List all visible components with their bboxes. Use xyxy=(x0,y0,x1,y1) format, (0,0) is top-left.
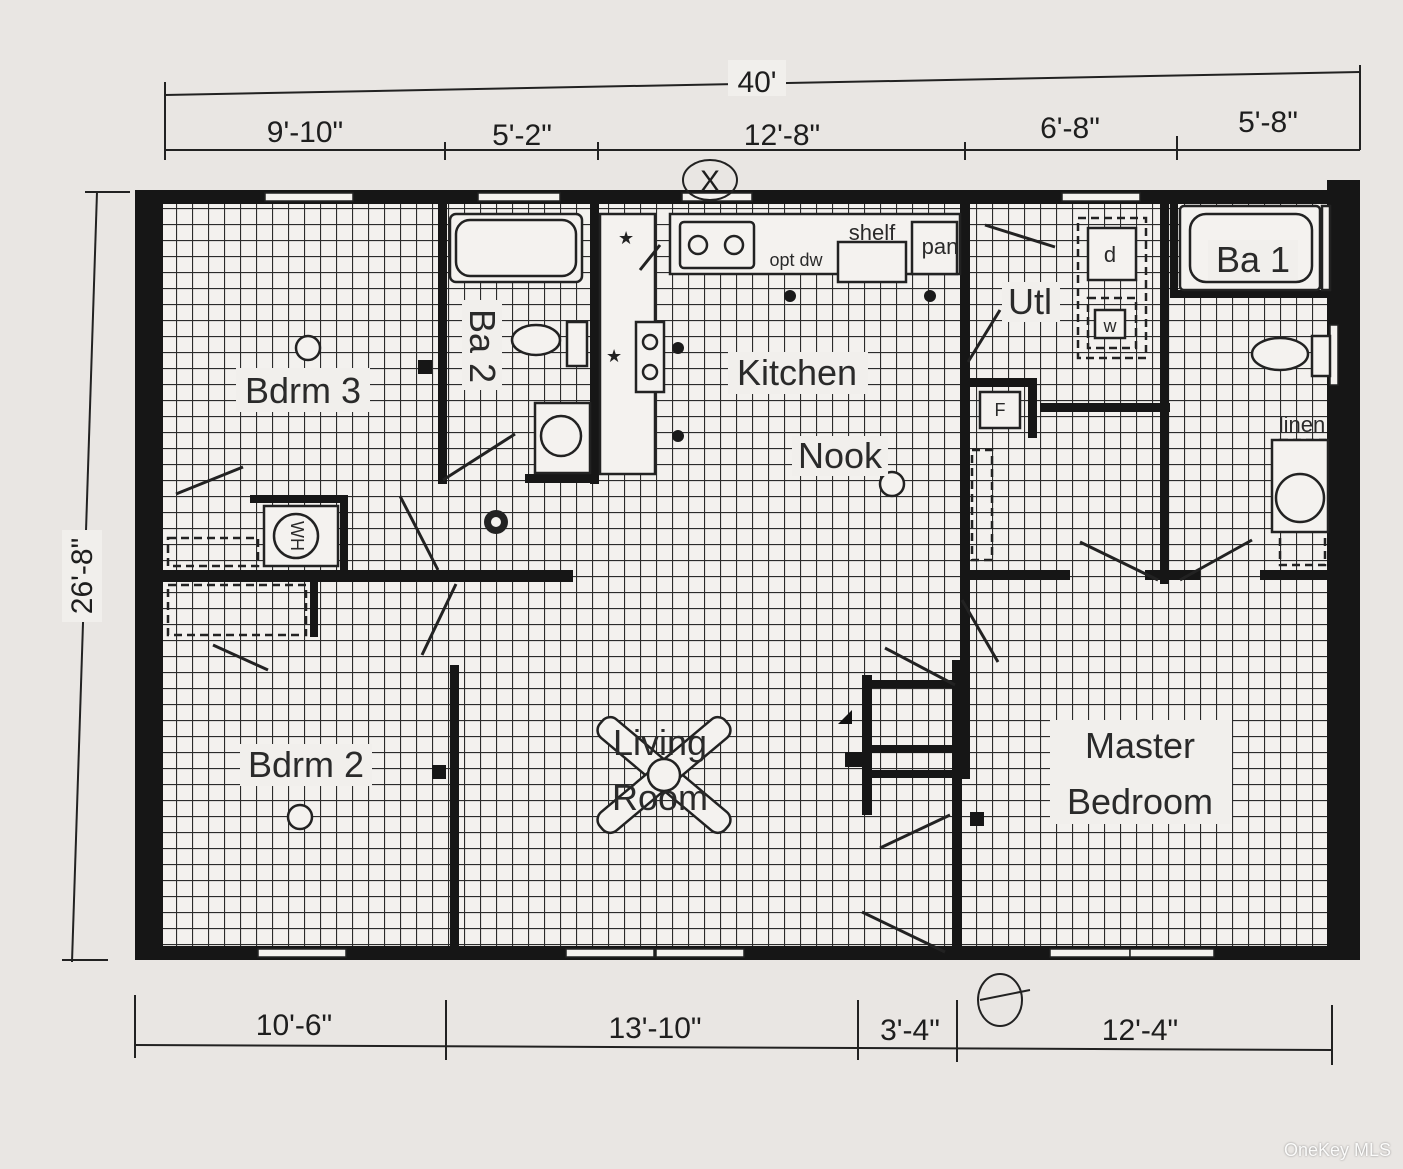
label-dryer: d xyxy=(1104,242,1116,267)
svg-text:X: X xyxy=(700,165,720,198)
room-label-ba2: Ba 2 xyxy=(462,309,503,383)
svg-text:★: ★ xyxy=(618,228,634,248)
room-label-bdrm2: Bdrm 2 xyxy=(248,744,364,785)
handwritten-entry-mark xyxy=(977,973,1031,1027)
smoke-detector-icon xyxy=(484,510,508,534)
svg-text:★: ★ xyxy=(606,346,622,366)
label-linen: linen xyxy=(1279,412,1325,437)
label-pantry: pan xyxy=(922,234,959,259)
ba2-tub xyxy=(448,212,584,284)
watermark: OneKey MLS xyxy=(1283,1140,1391,1160)
room-label-utl: Utl xyxy=(1008,281,1052,322)
label-shelf: shelf xyxy=(849,220,896,245)
laundry xyxy=(1086,226,1138,350)
dim-bottom-1: 10'-6" xyxy=(256,1009,332,1042)
dim-top-3: 12'-8" xyxy=(744,119,820,152)
water-heater-fixture xyxy=(262,504,340,568)
dim-overall-width: 40' xyxy=(737,66,776,99)
room-label-kitchen: Kitchen xyxy=(737,352,857,393)
outlets xyxy=(672,290,936,442)
bottom-dimensions xyxy=(134,995,1333,1065)
label-washer: w xyxy=(1103,316,1118,336)
dim-top-4: 6'-8" xyxy=(1040,112,1100,145)
dim-bottom-2: 13'-10" xyxy=(608,1012,701,1045)
room-label-living-line2: Room xyxy=(612,777,708,818)
room-label-bdrm3: Bdrm 3 xyxy=(245,370,361,411)
kitchen-counter xyxy=(598,212,962,476)
interior-walls xyxy=(163,204,1330,950)
windows xyxy=(257,192,1339,958)
handwritten-x-mark: X xyxy=(682,159,738,201)
door-swings xyxy=(175,223,1253,954)
kitchen-star-marks: ★ ★ xyxy=(606,228,634,366)
furnace-fixture xyxy=(978,390,1022,430)
label-furnace: F xyxy=(995,400,1006,420)
stair-triangle-icon xyxy=(838,710,852,724)
dim-top-5: 5'-8" xyxy=(1238,106,1298,139)
dim-bottom-3: 3'-4" xyxy=(880,1014,940,1047)
dim-overall-depth: 26'-8" xyxy=(66,538,99,614)
ba2-toilet xyxy=(510,320,589,368)
ceiling-fan-icon xyxy=(596,715,732,835)
ba2-sink xyxy=(533,401,592,475)
room-label-master-line1: Master xyxy=(1085,725,1195,766)
room-label-ba1: Ba 1 xyxy=(1216,239,1290,280)
ba1-toilet xyxy=(1250,334,1332,378)
label-water-heater: WH xyxy=(287,521,307,551)
closet-outlines xyxy=(166,216,1327,637)
room-label-master-line2: Bedroom xyxy=(1067,781,1213,822)
room-label-living-line1: Living xyxy=(613,722,707,763)
ba1-sink xyxy=(1270,438,1330,534)
room-label-nook: Nook xyxy=(798,435,883,476)
label-opt-dw: opt dw xyxy=(769,250,823,270)
dim-bottom-4: 12'-4" xyxy=(1102,1014,1178,1047)
dim-top-2: 5'-2" xyxy=(492,119,552,152)
dim-top-1: 9'-10" xyxy=(267,116,343,149)
